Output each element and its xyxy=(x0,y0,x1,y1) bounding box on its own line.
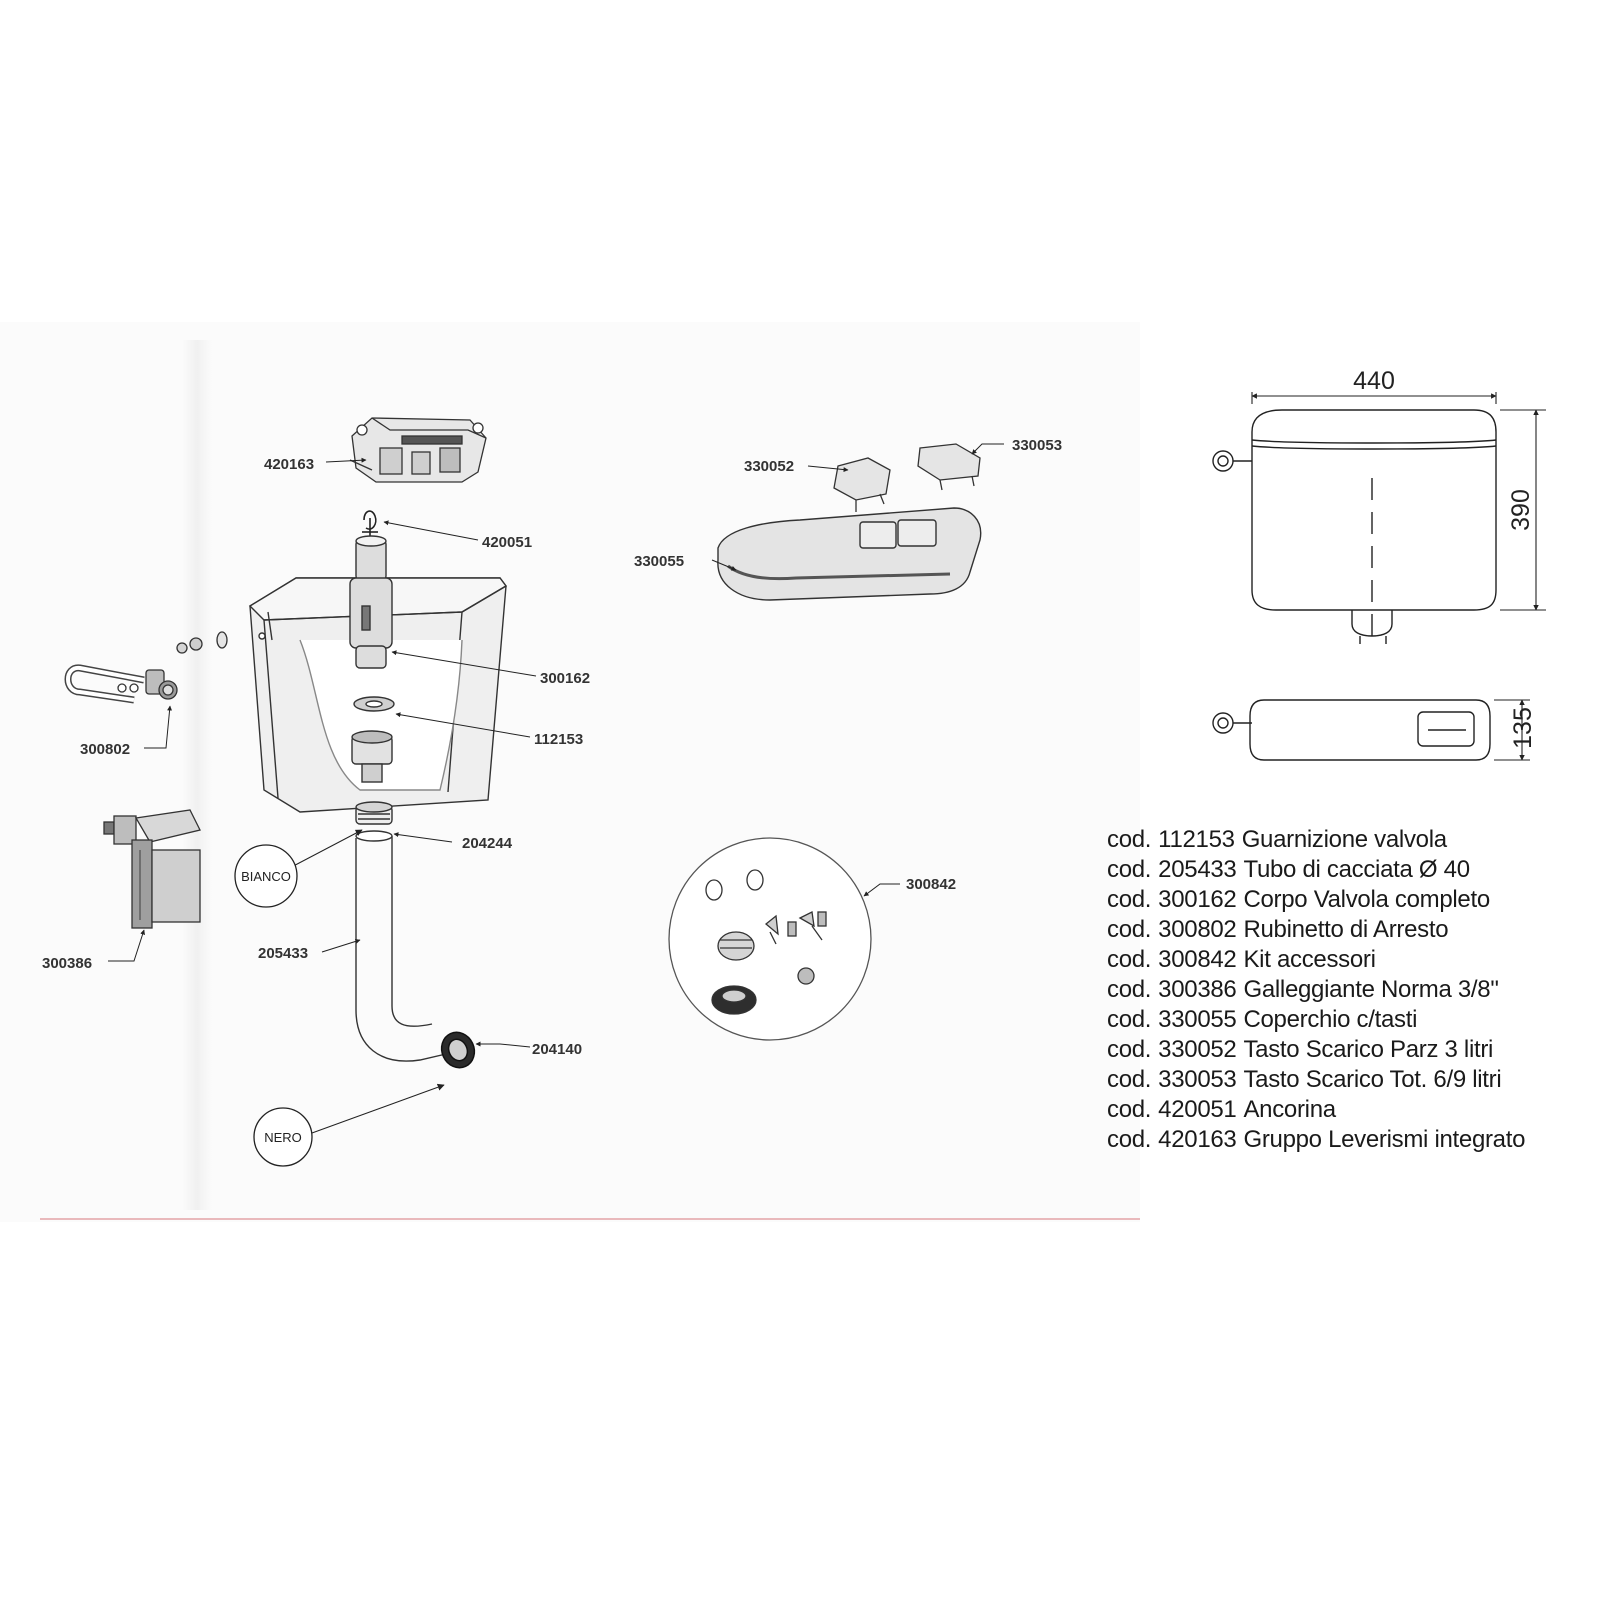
legend-code: 300842 xyxy=(1158,946,1237,973)
legend-prefix: cod. xyxy=(1107,1096,1152,1123)
legend-description: Gruppo Leverismi integrato xyxy=(1243,1126,1526,1153)
legend-description: Rubinetto di Arresto xyxy=(1243,916,1449,943)
leader-lines xyxy=(108,443,1004,1134)
callout-204140: 204140 xyxy=(532,1041,582,1058)
legend-prefix: cod. xyxy=(1107,1036,1152,1063)
scan-paper-edge xyxy=(40,1218,1140,1220)
legend-prefix: cod. xyxy=(1107,946,1152,973)
callout-300162: 300162 xyxy=(540,670,590,687)
callout-300842: 300842 xyxy=(906,876,956,893)
valve-washer-part xyxy=(353,696,395,712)
legend-prefix: cod. xyxy=(1107,826,1152,853)
nero-note: NERO xyxy=(253,1107,313,1167)
bianco-note: BIANCO xyxy=(234,844,298,908)
legend-code: 300162 xyxy=(1158,886,1237,913)
callout-204244: 204244 xyxy=(462,835,513,852)
legend-code: 205433 xyxy=(1158,856,1237,883)
legend-description: Galleggiante Norma 3/8" xyxy=(1243,976,1499,1003)
top-view-drawing xyxy=(1212,699,1491,761)
callout-330052: 330052 xyxy=(744,458,794,475)
height-dimension-label: 390 xyxy=(1507,489,1535,531)
bianco-label: BIANCO xyxy=(241,869,291,884)
valve-body-part xyxy=(349,535,393,669)
lever-mechanism-part xyxy=(349,417,487,483)
legend-description: Guarnizione valvola xyxy=(1241,826,1447,853)
legend-description: Kit accessori xyxy=(1243,946,1376,973)
legend-code: 330055 xyxy=(1158,1006,1237,1033)
scan-fold-shadow xyxy=(182,340,212,1210)
legend-prefix: cod. xyxy=(1107,886,1152,913)
legend-prefix: cod. xyxy=(1107,976,1152,1003)
callout-420163: 420163 xyxy=(264,456,314,473)
width-dimension xyxy=(1251,392,1497,404)
white-gasket-part xyxy=(355,801,393,825)
cistern-lid-part xyxy=(717,507,982,601)
partial-flush-button-part xyxy=(833,457,891,512)
legend-description: Ancorina xyxy=(1243,1096,1336,1123)
callout-330053: 330053 xyxy=(1012,437,1062,454)
shutoff-valve-part xyxy=(64,631,228,704)
legend-description: Tasto Scarico Parz 3 litri xyxy=(1243,1036,1494,1063)
legend-prefix: cod. xyxy=(1107,916,1152,943)
legend-description: Coperchio c/tasti xyxy=(1243,1006,1418,1033)
height-dimension xyxy=(1500,409,1546,611)
callout-420051: 420051 xyxy=(482,534,532,551)
depth-dimension-label: 135 xyxy=(1509,707,1537,749)
legend-code: 300386 xyxy=(1158,976,1237,1003)
legend-prefix: cod. xyxy=(1107,1126,1152,1153)
callout-330055: 330055 xyxy=(634,553,684,570)
accessory-kit-part xyxy=(668,837,872,1041)
legend-code: 112153 xyxy=(1158,826,1235,853)
legend-code: 330052 xyxy=(1158,1036,1237,1063)
legend-prefix: cod. xyxy=(1107,856,1152,883)
callout-300386: 300386 xyxy=(42,955,92,972)
legend-code: 420051 xyxy=(1158,1096,1237,1123)
legend-description: Corpo Valvola completo xyxy=(1243,886,1490,913)
legend-code: 330053 xyxy=(1158,1066,1237,1093)
total-flush-button-part xyxy=(917,443,981,491)
front-view-drawing xyxy=(1212,409,1497,646)
callout-205433: 205433 xyxy=(258,945,308,962)
width-dimension-label: 440 xyxy=(1353,367,1395,395)
anchor-hook-part xyxy=(362,510,378,538)
valve-seat xyxy=(351,730,393,783)
nero-label: NERO xyxy=(264,1130,302,1145)
depth-dimension xyxy=(1494,699,1530,761)
float-valve-part xyxy=(103,809,201,929)
legend-prefix: cod. xyxy=(1107,1066,1152,1093)
legend-code: 420163 xyxy=(1158,1126,1237,1153)
legend-code: 300802 xyxy=(1158,916,1237,943)
legend-prefix: cod. xyxy=(1107,1006,1152,1033)
callout-300802: 300802 xyxy=(80,741,130,758)
black-gasket-part xyxy=(440,1031,476,1069)
flush-pipe-part xyxy=(355,830,447,1062)
legend-description: Tasto Scarico Tot. 6/9 litri xyxy=(1243,1066,1502,1093)
legend-description: Tubo di cacciata Ø 40 xyxy=(1243,856,1470,883)
callout-112153: 112153 xyxy=(534,731,583,748)
